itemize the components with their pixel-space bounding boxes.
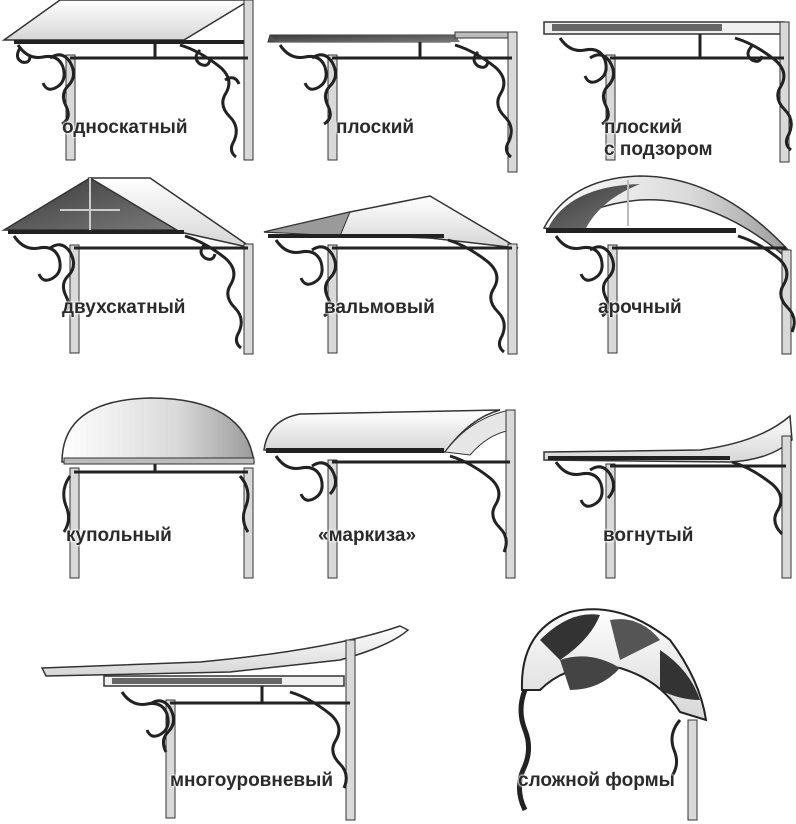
canopy-dome: [61, 397, 255, 579]
label-dome: купольный: [66, 525, 172, 547]
label-single-slope: односкатный: [62, 117, 188, 139]
canopy-single-slope: [1, 0, 254, 161]
label-line: «маркиза»: [318, 525, 417, 546]
label-gable: двухскатный: [62, 297, 186, 319]
canopy-arched: [542, 175, 796, 355]
canopy-marquise: [263, 409, 516, 579]
label-line: многоуровневый: [170, 770, 333, 791]
label-flat: плоский: [336, 117, 414, 139]
label-line: плоский: [604, 117, 683, 138]
label-line: купольный: [66, 525, 172, 546]
label-line: сложной формы: [518, 770, 675, 791]
canopy-concave: [543, 414, 793, 579]
canopy-flat-visor: [543, 21, 793, 163]
label-line: арочный: [598, 297, 682, 318]
canopy-flat: [267, 31, 518, 173]
label-line: плоский: [336, 117, 415, 138]
label-line: вогнутый: [603, 525, 694, 546]
label-marquise: «маркиза»: [318, 525, 416, 547]
canopy-multilevel: [40, 625, 410, 821]
canopy-gable: [1, 177, 254, 355]
label-line: односкатный: [62, 117, 188, 138]
label-hipped: вальмовый: [324, 297, 435, 319]
label-flat-visor: плоский с подзором: [604, 117, 713, 161]
label-line: вальмовый: [324, 297, 435, 318]
label-concave: вогнутый: [603, 525, 693, 547]
label-line: с подзором: [604, 139, 713, 160]
label-complex: сложной формы: [518, 770, 675, 792]
label-arched: арочный: [598, 297, 682, 319]
canopy-hipped: [263, 195, 519, 355]
label-multilevel: многоуровневый: [170, 770, 333, 792]
label-line: двухскатный: [62, 297, 186, 318]
canopy-complex: [517, 608, 708, 821]
